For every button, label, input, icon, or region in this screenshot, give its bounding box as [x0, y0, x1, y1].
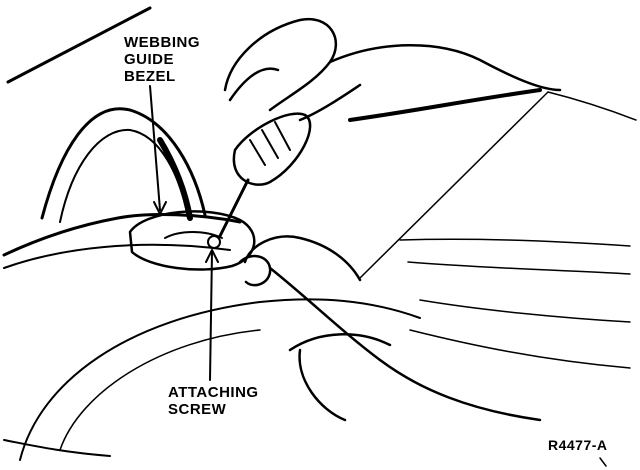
lower-hand-thumb: [298, 348, 347, 422]
lower-hand-wrist: [268, 266, 542, 422]
label-line-2: SCREW: [168, 401, 227, 418]
window-edge-line: [6, 6, 152, 84]
figure-code: R4477-A: [548, 437, 608, 453]
seat-contour: [19, 298, 421, 461]
lower-hand: [243, 235, 362, 282]
upper-hand-arm: [328, 44, 562, 92]
sleeve-fold-2: [407, 261, 631, 275]
label-line-1: ATTACHING: [168, 384, 259, 401]
seat-belt-webbing: [40, 107, 207, 220]
seat-inner-contour: [59, 329, 261, 451]
sleeve-diagonal: [359, 91, 549, 279]
screwdriver-shaft: [218, 178, 250, 238]
attaching-screw-label: ATTACHING SCREW: [168, 384, 259, 418]
label-line-1: WEBBING: [124, 34, 200, 51]
code-tick-mark: [599, 457, 607, 467]
webbing-guide-bezel: [128, 210, 256, 271]
label-line-3: BEZEL: [124, 68, 176, 85]
lower-hand-palm: [288, 333, 392, 352]
upper-hand: [223, 17, 338, 112]
bezel-leader-line: [149, 85, 161, 211]
bezel-leader-arrow: [153, 201, 167, 215]
label-line-2: GUIDE: [124, 51, 175, 68]
seat-belt-webbing-shade: [157, 137, 193, 221]
trim-panel-contour: [2, 213, 242, 257]
seat-belt-webbing-inner: [59, 128, 189, 223]
attaching-screw-head: [207, 235, 221, 249]
sleeve-fold-3: [419, 299, 631, 323]
sleeve-fold-4: [409, 329, 631, 369]
upper-arm-lower-edge: [348, 88, 542, 122]
sleeve-top-edge: [547, 91, 637, 121]
bezel-slot: [164, 231, 223, 239]
upper-hand-fingers: [228, 67, 362, 122]
trim-panel-lower-edge: [3, 243, 231, 269]
sleeve-fold-1: [399, 238, 631, 247]
screw-leader-line: [209, 251, 213, 381]
screwdriver-grip-lines: [249, 121, 291, 166]
screw-leader-arrow: [205, 249, 219, 263]
webbing-guide-bezel-label: WEBBING GUIDE BEZEL: [124, 34, 200, 85]
screwdriver-handle: [232, 112, 312, 186]
seat-bottom-edge: [3, 439, 111, 457]
